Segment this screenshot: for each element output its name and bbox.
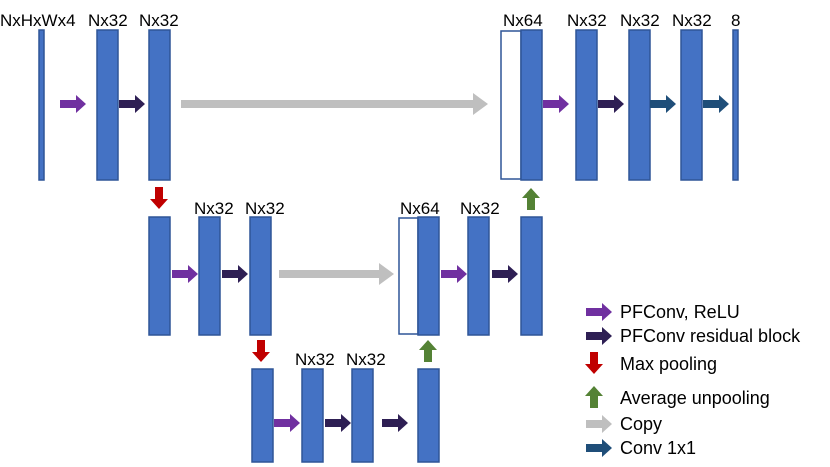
top-output-label: 8: [731, 11, 740, 30]
top-dec2-block: [628, 29, 651, 181]
legend-label-1: PFConv residual block: [620, 326, 801, 346]
top-conv2-label: Nx32: [139, 11, 179, 30]
bot-conv1-block: [301, 368, 324, 463]
mid-copy-block: [398, 217, 419, 335]
top-dec3-block: [680, 29, 703, 181]
top-concat-block: [520, 29, 543, 181]
top-dec1-block: [575, 29, 598, 181]
mid-concat-label: Nx64: [400, 199, 440, 218]
mid-conv2-label: Nx32: [245, 199, 285, 218]
top-conv1-label: Nx32: [88, 11, 128, 30]
legend-avg-unpool-icon: [585, 386, 603, 408]
bot-residual-arrow-2: [382, 414, 408, 432]
top-maxpool-arrow: [150, 187, 168, 209]
bot-conv1-label: Nx32: [295, 350, 335, 369]
top-input-block: [38, 29, 45, 181]
legend-maxpool-icon: [585, 352, 603, 374]
bot-conv3-block: [417, 368, 440, 463]
top-copy-arrow: [181, 93, 488, 115]
mid-dec-residual-arrow: [492, 265, 518, 283]
mid-copy-arrow: [279, 263, 394, 285]
top-conv1x1-arrow-1: [650, 95, 676, 113]
legend-copy-icon: [586, 415, 612, 433]
top-pfconv-relu-arrow: [60, 95, 86, 113]
mid-dec2-block: [520, 216, 543, 336]
bot-avg-unpool-arrow: [419, 340, 437, 362]
legend-label-0: PFConv, ReLU: [620, 302, 740, 322]
legend-label-4: Copy: [620, 414, 662, 434]
mid-concat-block: [417, 216, 440, 336]
top-dec1-label: Nx32: [567, 11, 607, 30]
top-dec-residual-arrow: [598, 95, 624, 113]
bot-pfconv-relu-arrow: [274, 414, 300, 432]
legend-label-3: Average unpooling: [620, 388, 770, 408]
mid-conv1-block: [198, 216, 221, 336]
top-concat-label: Nx64: [503, 11, 543, 30]
top-conv1-block: [96, 29, 119, 181]
bot-pool-block: [251, 368, 274, 463]
bot-conv2-label: Nx32: [346, 350, 386, 369]
mid-dec1-block: [467, 216, 490, 336]
mid-conv2-block: [249, 216, 272, 336]
bot-conv2-block: [351, 368, 374, 463]
top-dec-pfconv-relu-arrow: [543, 95, 569, 113]
mid-residual-arrow: [222, 265, 248, 283]
mid-dec-pfconv-relu-arrow: [441, 265, 467, 283]
legend-residual-icon: [586, 327, 612, 345]
legend: PFConv, ReLU PFConv residual block Max p…: [585, 302, 801, 458]
top-output-block: [732, 29, 739, 181]
mid-pool-block: [148, 216, 171, 336]
top-conv2-block: [148, 29, 171, 181]
legend-label-2: Max pooling: [620, 354, 717, 374]
top-copy-block: [500, 30, 522, 180]
top-residual-arrow: [119, 95, 145, 113]
top-conv1x1-arrow-2: [703, 95, 729, 113]
legend-label-5: Conv 1x1: [620, 438, 696, 458]
mid-pfconv-relu-arrow: [172, 265, 198, 283]
legend-pfconv-relu-icon: [586, 303, 612, 321]
top-input-label: NxHxWx4: [0, 11, 76, 30]
mid-maxpool-arrow: [252, 340, 270, 362]
bot-residual-arrow-1: [325, 414, 351, 432]
mid-conv1-label: Nx32: [194, 199, 234, 218]
top-dec3-label: Nx32: [672, 11, 712, 30]
top-dec2-label: Nx32: [620, 11, 660, 30]
mid-dec1-label: Nx32: [460, 199, 500, 218]
mid-avg-unpool-arrow: [522, 188, 540, 210]
legend-conv1x1-icon: [586, 439, 612, 457]
